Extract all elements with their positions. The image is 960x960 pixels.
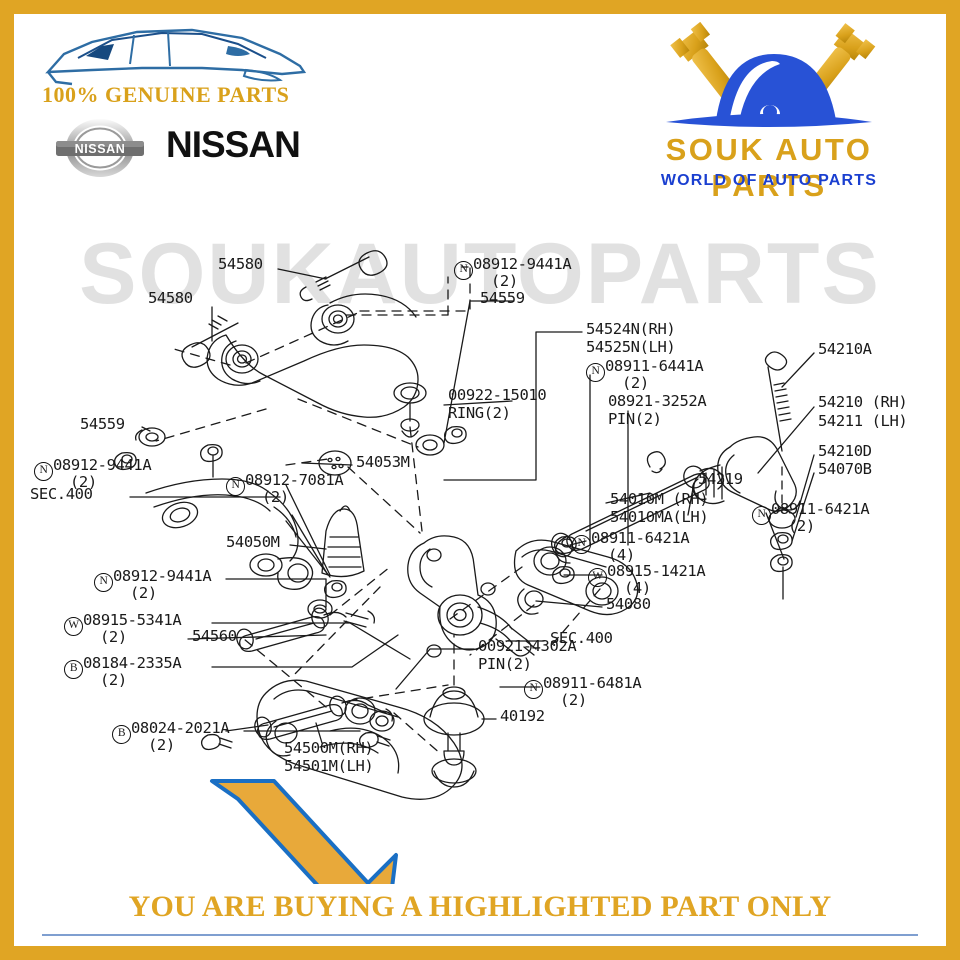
qty-label: (4) — [608, 546, 635, 564]
part-label: 54560 — [192, 627, 237, 645]
part-label: 54580 — [148, 289, 193, 307]
purchase-notice: YOU ARE BUYING A HIGHLIGHTED PART ONLY — [128, 890, 832, 923]
nissan-brand-block: 100% GENUINE PARTS NISSAN NISSAN — [28, 20, 358, 200]
nut-symbol-icon: N — [226, 477, 245, 496]
nut-symbol-icon: N — [572, 535, 591, 554]
washer-symbol-icon: W — [64, 617, 83, 636]
bolt-symbol-icon: B — [64, 660, 83, 679]
qty-label: (2) — [70, 473, 97, 491]
part-label: 08911-6441A — [605, 357, 704, 375]
qty-label: (2) — [148, 736, 175, 754]
part-label: 08912-9441A — [473, 255, 572, 273]
part-label: 54210A — [818, 340, 872, 358]
part-label: 54219 — [698, 470, 743, 488]
nut-symbol-icon: N — [524, 680, 543, 699]
part-label: PIN(2) — [608, 410, 662, 428]
qty-label: (2) — [100, 628, 127, 646]
qty-label: (2) — [560, 691, 587, 709]
qty-label: (2) — [622, 374, 649, 392]
part-label: 08911-6481A — [543, 674, 642, 692]
part-label: 08184-2335A — [83, 654, 182, 672]
souk-store-tagline: WORLD OF AUTO PARTS — [660, 172, 878, 189]
nissan-logo-badge: NISSAN — [56, 119, 144, 177]
qty-label: (2) — [100, 671, 127, 689]
part-label: 08911-6421A — [771, 500, 870, 518]
nissan-wordmark: NISSAN — [166, 124, 301, 165]
section-ref-label: SEC.400 — [550, 629, 613, 647]
footer-divider — [42, 934, 918, 936]
part-label: 40192 — [500, 707, 545, 725]
part-label: 08912-9441A — [113, 567, 212, 585]
nut-symbol-icon: N — [454, 261, 473, 280]
part-label: 00921-4302A — [478, 637, 577, 655]
part-label: PIN(2) — [478, 655, 532, 673]
part-label: 54010M (RH) — [610, 490, 709, 508]
part-label: 54080 — [606, 595, 651, 613]
section-ref-label: SEC.400 — [30, 485, 93, 503]
souk-store-name: SOUK AUTO PARTS — [665, 132, 873, 203]
part-label: 54053M — [356, 453, 410, 471]
part-label: 08915-1421A — [607, 562, 706, 580]
part-label: 54559 — [80, 415, 125, 433]
washer-symbol-icon: W — [588, 568, 607, 587]
part-label: 54050M — [226, 533, 280, 551]
qty-label: (2) — [788, 517, 815, 535]
footer: YOU ARE BUYING A HIGHLIGHTED PART ONLY — [14, 884, 946, 946]
part-label: 54211 (LH) — [818, 412, 908, 430]
part-label: 08912-9441A — [53, 456, 152, 474]
part-label: 54070B — [818, 460, 872, 478]
part-label: 54500M(RH) — [284, 739, 374, 757]
wrench-and-car-icon — [666, 21, 876, 127]
svg-text:NISSAN: NISSAN — [75, 142, 126, 156]
nut-symbol-icon: N — [752, 506, 771, 525]
part-label: 00922-15010 — [448, 386, 547, 404]
qty-label: (2) — [262, 488, 289, 506]
part-label: 08921-3252A — [608, 392, 707, 410]
qty-label: (2) — [491, 272, 518, 290]
part-label: 08912-7081A — [245, 471, 344, 489]
part-label: RING(2) — [448, 404, 511, 422]
part-label: 54525N(LH) — [586, 338, 676, 356]
genuine-parts-tagline: 100% GENUINE PARTS — [42, 82, 290, 107]
car-silhouette-icon — [45, 28, 307, 86]
qty-label: (4) — [624, 579, 651, 597]
part-label: 54524N(RH) — [586, 320, 676, 338]
part-label: 54580 — [218, 255, 263, 273]
part-label: 54210D — [818, 442, 872, 460]
nut-symbol-icon: N — [586, 363, 605, 382]
exploded-view-drawing — [114, 250, 815, 800]
souk-auto-parts-logo: SOUK AUTO PARTS WORLD OF AUTO PARTS — [604, 21, 934, 203]
bolt-symbol-icon: B — [112, 725, 131, 744]
nut-symbol-icon: N — [94, 573, 113, 592]
nut-symbol-icon: N — [34, 462, 53, 481]
qty-label: (2) — [130, 584, 157, 602]
part-label: 54010MA(LH) — [610, 508, 709, 526]
part-label: 08911-6421A — [591, 529, 690, 547]
part-label: 54210 (RH) — [818, 393, 908, 411]
part-label: 08024-2021A — [131, 719, 230, 737]
part-label: 54501M(LH) — [284, 757, 374, 775]
header: 100% GENUINE PARTS NISSAN NISSAN — [14, 14, 946, 204]
part-label: 08915-5341A — [83, 611, 182, 629]
part-label: 54559 — [480, 289, 525, 307]
